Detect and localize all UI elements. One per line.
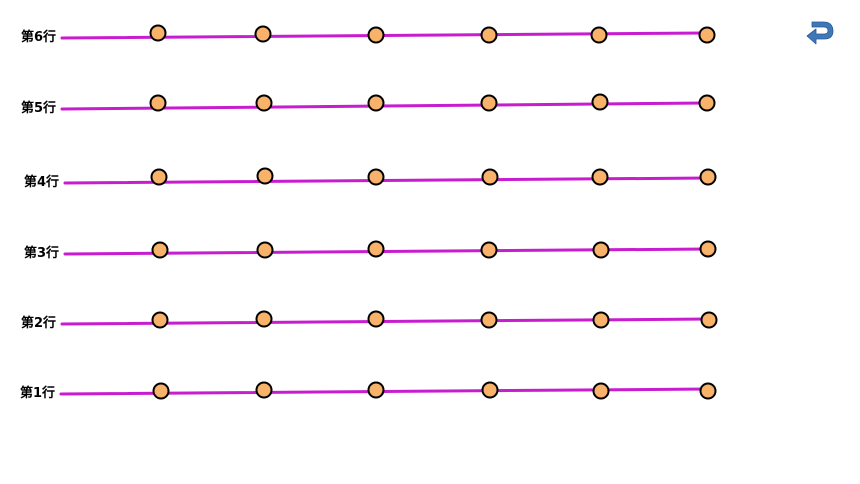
row-1-dot-2 [255,381,273,399]
row-1-dot-5 [592,382,610,400]
row-4-dot-4 [481,168,499,186]
row-label-3: 第3行 [24,246,60,261]
row-6-dot-1 [149,24,167,42]
row-2-dot-3 [367,310,385,328]
row-label-5: 第5行 [21,101,57,116]
row-2-dot-1 [151,311,169,329]
row-label-2: 第2行 [21,316,57,331]
row-6-dot-4 [480,26,498,44]
row-3-dot-3 [367,240,385,258]
row-2-dot-6 [700,311,718,329]
row-1-dot-4 [481,381,499,399]
row-4-dot-3 [367,168,385,186]
row-5-dot-4 [480,94,498,112]
row-3-dot-5 [592,241,610,259]
row-3-dot-4 [480,241,498,259]
row-1-dot-3 [367,381,385,399]
row-label-6: 第6行 [21,30,57,45]
row-1-dot-6 [699,382,717,400]
row-6-dot-3 [367,26,385,44]
row-3-dot-1 [151,241,169,259]
row-5-dot-3 [367,94,385,112]
row-5-dot-5 [591,93,609,111]
row-5-dot-6 [698,94,716,112]
row-4-dot-6 [699,168,717,186]
row-2-dot-4 [480,311,498,329]
row-5-dot-2 [255,94,273,112]
row-2-dot-5 [592,311,610,329]
row-label-1: 第1行 [20,386,56,401]
row-1-dot-1 [152,382,170,400]
row-4-dot-2 [256,167,274,185]
row-label-4: 第4行 [24,175,60,190]
row-3-dot-6 [699,240,717,258]
row-6-dot-2 [254,25,272,43]
row-4-dot-1 [150,168,168,186]
u-turn-back-arrow-icon [806,21,834,45]
row-4-dot-5 [591,168,609,186]
row-5-dot-1 [149,94,167,112]
row-6-dot-5 [590,26,608,44]
row-6-dot-6 [698,26,716,44]
row-2-dot-2 [255,310,273,328]
back-button[interactable] [804,18,836,46]
row-3-dot-2 [256,241,274,259]
